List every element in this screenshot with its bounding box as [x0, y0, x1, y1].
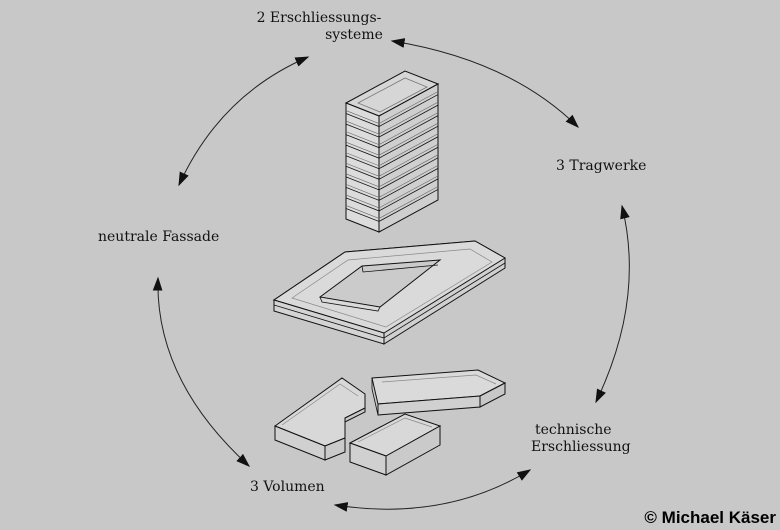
cycle-arrows — [152, 38, 630, 512]
tower-floor-slab-line — [345, 154, 439, 188]
tower-floor-line — [345, 94, 439, 127]
tower-floor-line — [345, 157, 439, 191]
arrow-technische-volumen — [333, 469, 532, 512]
tower-floor-line — [345, 168, 439, 201]
tower-floor-slab-line — [345, 91, 439, 124]
label-erschliessungssysteme-line1: 2 Erschliessungs- — [256, 10, 382, 26]
label-erschliessungssysteme-line2: systeme — [325, 27, 383, 43]
tower-floor-line — [345, 136, 439, 170]
copyright-text: © Michael Käser — [644, 508, 776, 527]
tower-floor-slab-line — [345, 144, 439, 177]
arrow-tragwerke-technische — [595, 204, 630, 404]
tower-floor-slab-line — [345, 186, 439, 219]
label-volumen: 3 Volumen — [250, 479, 325, 495]
tower-floor-slab-line — [345, 133, 439, 167]
tower-floor-slab-line — [345, 165, 439, 198]
arrow-fassade-systeme — [178, 56, 310, 187]
label-erschliessungssysteme: 2 Erschliessungs- systeme — [252, 10, 386, 44]
tower-floor-line — [345, 115, 439, 149]
tower-floor-line — [345, 146, 439, 180]
tower-floor-line — [345, 125, 439, 159]
tower-floor-slab-line — [345, 112, 439, 145]
label-technische-line1: technische — [535, 422, 612, 438]
arrow-volumen-fassade — [152, 276, 251, 467]
label-neutrale-fassade: neutrale Fassade — [98, 229, 220, 245]
tower-floor-line — [345, 104, 439, 138]
tower-floor-slab-line — [345, 101, 439, 135]
volumes-icon — [273, 369, 507, 476]
tower-floor-line — [345, 189, 439, 222]
label-technische-line2: Erschliessung — [531, 439, 631, 455]
arrow-systeme-tragwerke — [390, 38, 579, 128]
ring-slab-icon — [272, 240, 506, 345]
label-tragwerke: 3 Tragwerke — [556, 158, 647, 174]
label-technische-erschliessung: technische Erschliessung — [531, 422, 631, 456]
tower-floor-line — [345, 178, 439, 212]
tower-floor-slab-line — [345, 122, 439, 156]
tower-floor-slab-line — [345, 175, 439, 209]
tower-block-icon — [344, 70, 440, 233]
